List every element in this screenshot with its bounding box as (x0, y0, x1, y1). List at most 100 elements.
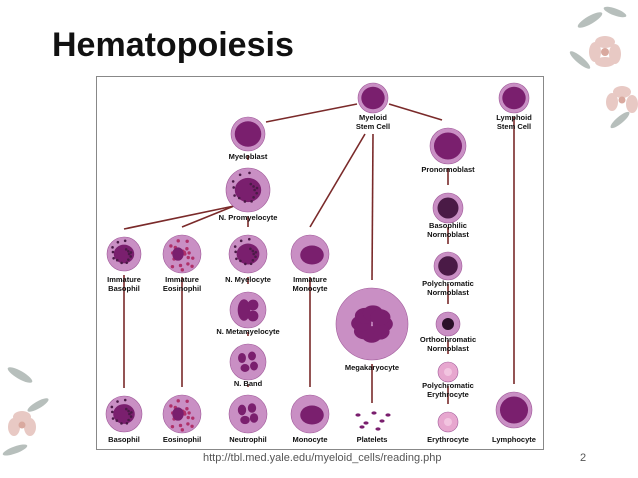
orthochromatic-normoblast-label: Orthochromatic (420, 335, 476, 344)
flower-icon (8, 411, 36, 436)
granule (233, 245, 237, 248)
myeloid-stem-cell-label: Myeloid (359, 113, 387, 122)
granule (130, 411, 133, 414)
cell-nucleus (247, 299, 259, 311)
granule (180, 428, 185, 432)
cell-nucleus (113, 404, 135, 424)
n-promyelocyte-cell (225, 167, 271, 213)
cell-cytoplasm (228, 394, 268, 434)
platelet (363, 421, 369, 425)
platelet (375, 427, 381, 431)
granule (111, 246, 114, 249)
cell-nucleus (502, 86, 526, 110)
leaf-icon (569, 6, 630, 129)
eosinophil-cell (162, 394, 202, 434)
n-promyelocyte-label: N. Promyelocyte (219, 213, 278, 222)
platelet (385, 413, 391, 417)
basophilic-normoblast-cell (432, 192, 464, 224)
n-myelocyte-cell (228, 234, 268, 274)
granule (251, 249, 255, 253)
monocyte-cell (290, 394, 330, 434)
flower-decoration-top-right (569, 6, 638, 129)
n-band-cell (229, 343, 267, 381)
granule (252, 185, 255, 188)
granule (190, 424, 194, 428)
granule (254, 255, 257, 259)
granule (237, 196, 241, 200)
granule (185, 407, 189, 411)
myeloblast-label: Myeloblast (229, 152, 268, 161)
slide-number: 2 (580, 452, 587, 464)
granule (116, 400, 119, 403)
myeloid-stem-cell-cell (357, 82, 389, 114)
n-band-label: N. Band (234, 379, 263, 388)
polychromatic-erythrocyte-label: Erythrocyte (427, 390, 469, 399)
granule (129, 415, 133, 418)
cell-cytoplasm (229, 343, 267, 381)
granule (185, 239, 189, 244)
cell-nucleus (248, 351, 256, 361)
lymphoid-stem-cell-label: Stem Cell (497, 122, 531, 131)
erythrocyte-label: Erythrocyte (427, 435, 469, 444)
granule (127, 252, 131, 256)
granule (120, 422, 123, 425)
immature-basophil-cell (106, 236, 142, 272)
flower-icon (589, 36, 638, 113)
monocyte-label: Monocyte (292, 435, 327, 444)
cell-nucleus (361, 86, 385, 110)
cell-center (444, 418, 452, 426)
cell-nucleus (237, 404, 247, 416)
immature-monocyte-label: Immature (293, 275, 327, 284)
cell-nucleus (438, 256, 458, 276)
neutrophil-label: Neutrophil (229, 435, 267, 444)
n-myelocyte-label: N. Myelocyte (225, 275, 271, 284)
cell-nucleus (240, 364, 250, 372)
connector-line (309, 133, 366, 228)
connector-line (181, 205, 235, 228)
granule (187, 251, 191, 255)
granule (254, 250, 258, 254)
connector-line (371, 133, 374, 281)
connector-line (388, 103, 443, 121)
granule (176, 239, 180, 243)
granule (123, 239, 127, 243)
basophil-label: Basophil (108, 435, 140, 444)
cell-nucleus (250, 361, 258, 371)
platelets-cell (355, 411, 391, 431)
immature-eosinophil-cell (162, 234, 202, 274)
granule (128, 412, 131, 416)
granule (127, 418, 130, 422)
granule (239, 259, 242, 263)
granule (127, 409, 130, 413)
cell-nucleus (499, 396, 529, 424)
granule (185, 247, 189, 251)
polychromatic-normoblast-label: Normoblast (427, 288, 469, 297)
cell-nucleus (238, 352, 246, 364)
immature-basophil-label: Immature (107, 275, 141, 284)
cell-nucleus (249, 413, 259, 423)
granule (111, 250, 115, 254)
myeloblast-cell (230, 116, 266, 152)
cell-cytoplasm (335, 287, 409, 361)
granule (186, 422, 190, 426)
lymphoid-stem-cell-label: Lymphoid (496, 113, 532, 122)
granule (186, 262, 190, 266)
granule (124, 407, 128, 411)
erythrocyte-cell (437, 411, 459, 433)
platelet (379, 419, 385, 423)
granule (232, 186, 236, 189)
granule (234, 250, 237, 254)
cell-nucleus (247, 403, 257, 413)
granule (252, 252, 255, 256)
orthochromatic-normoblast-cell (435, 311, 461, 337)
polychromatic-normoblast-label: Polychromatic (422, 279, 474, 288)
granule (116, 240, 120, 244)
cell-nucleus (237, 299, 251, 321)
granule (253, 188, 256, 192)
cell-nucleus (234, 177, 262, 203)
polychromatic-erythrocyte-cell (437, 361, 459, 383)
granule (180, 268, 185, 272)
neutrophil-cell (228, 394, 268, 434)
granule (247, 237, 251, 241)
